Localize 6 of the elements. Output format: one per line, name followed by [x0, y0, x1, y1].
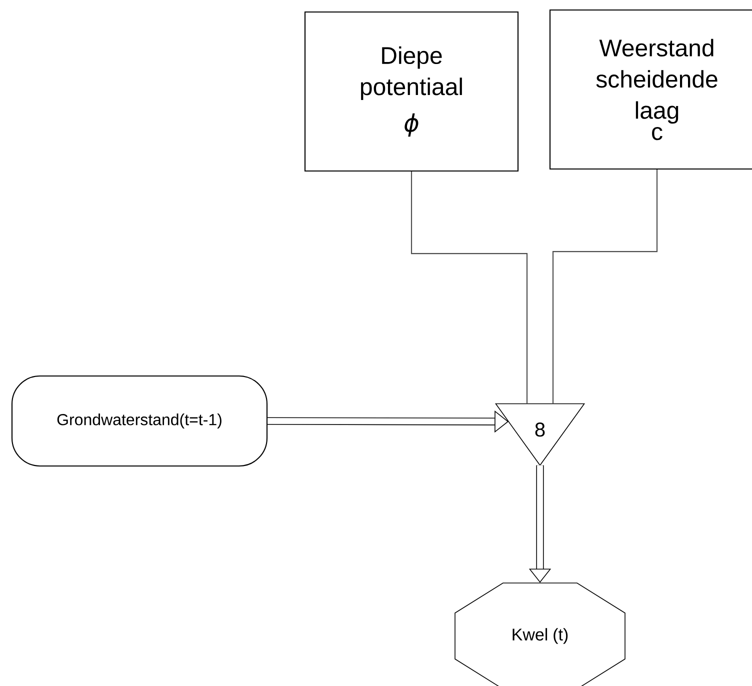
connector-line	[552, 170, 658, 404]
process-box: Weerstand scheidende laag c	[549, 9, 752, 170]
output-octagon: Kwel (t)	[454, 582, 626, 686]
connector-line	[410, 172, 528, 404]
state-box: Grondwaterstand(t=t-1)	[11, 375, 268, 467]
process-box: Diepe potentiaal ϕ	[304, 11, 519, 172]
